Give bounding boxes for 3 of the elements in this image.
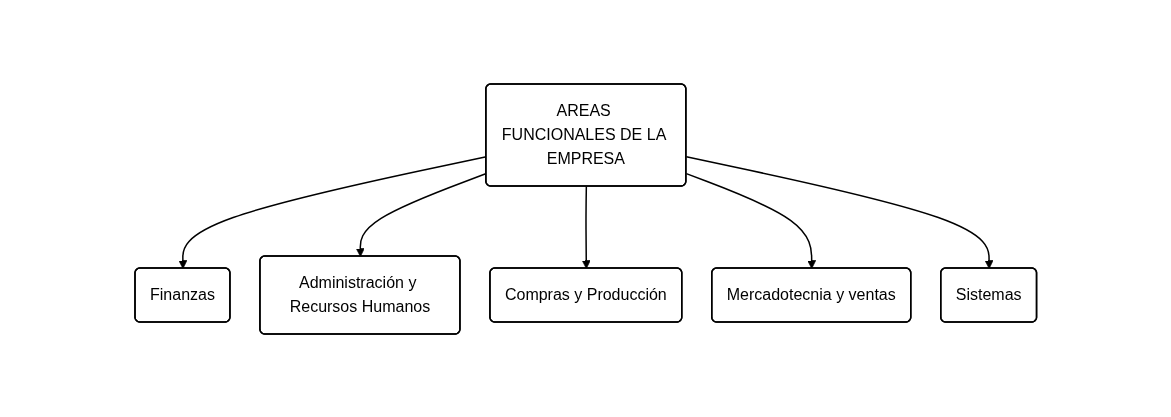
arrow	[685, 155, 994, 269]
arrow	[581, 185, 591, 269]
arrow	[685, 172, 816, 269]
